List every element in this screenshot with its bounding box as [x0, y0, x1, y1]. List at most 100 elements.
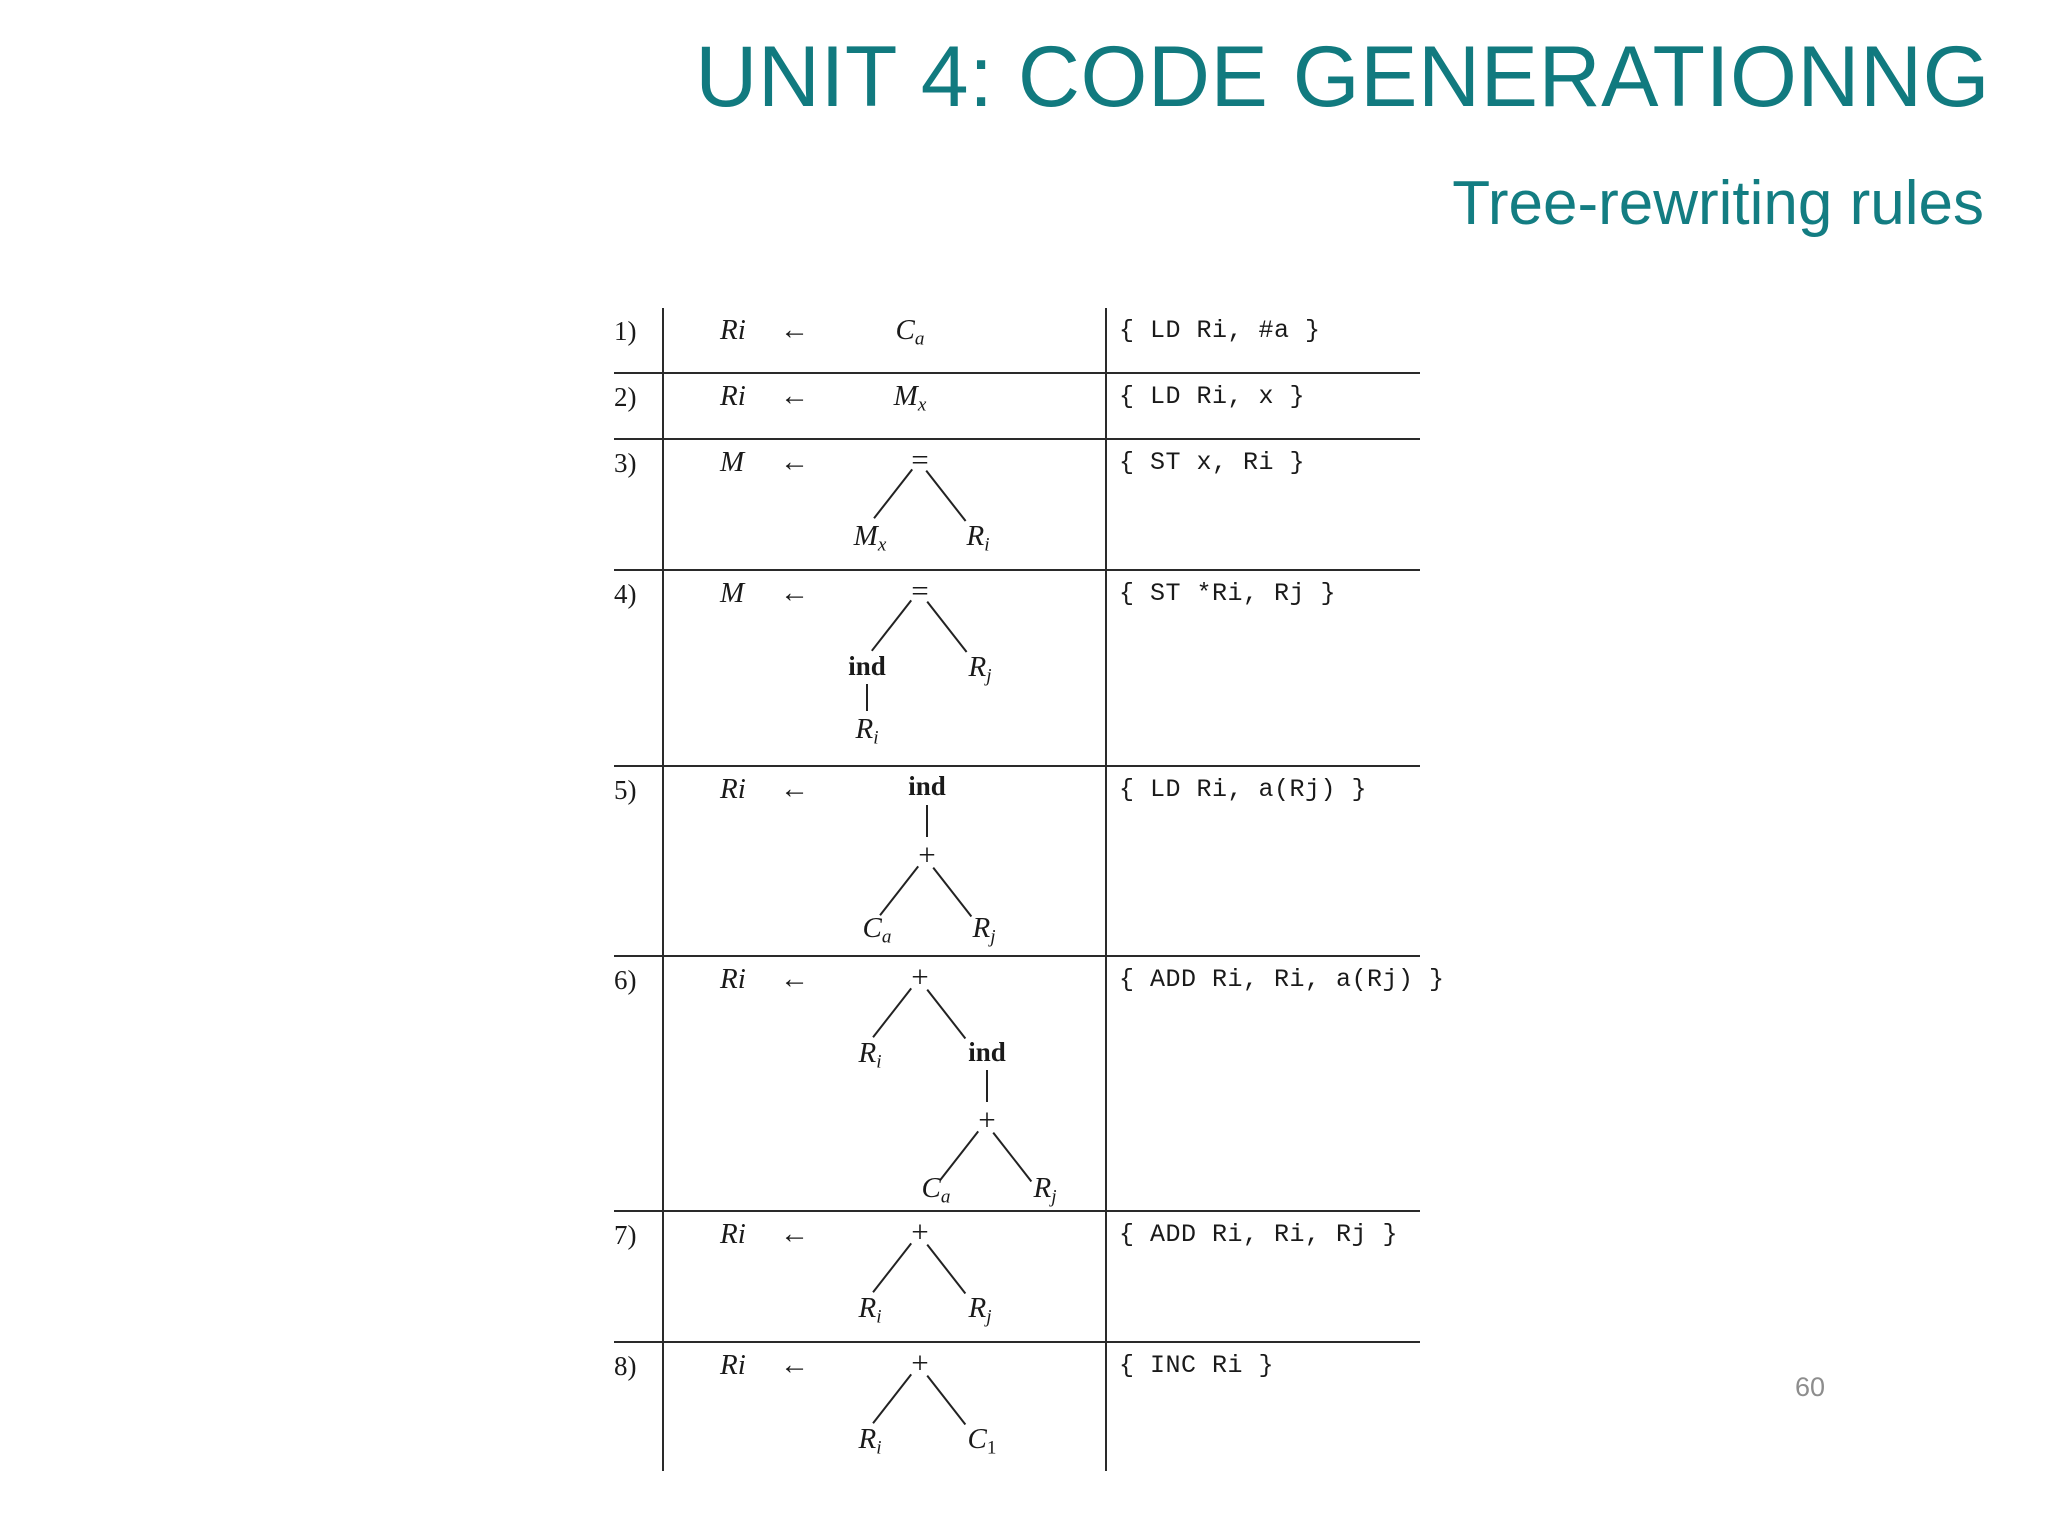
lhs-node: M — [720, 446, 745, 478]
tree-node-root: Mx — [893, 380, 927, 416]
tree-node-child: C1 — [967, 1423, 997, 1459]
tree-node-root: = — [911, 573, 929, 608]
rule-action: { ST *Ri, Rj } — [1119, 579, 1337, 608]
rule-pattern: Ri ← + Ri C1 — [662, 1343, 1105, 1471]
column-divider-left — [662, 1343, 664, 1471]
tree-node-root: + — [911, 1345, 929, 1380]
tree-node-grandchild: Rj — [972, 912, 996, 948]
rewrite-arrow: ← — [780, 963, 809, 995]
tree-node-great-grandchild: Ca — [921, 1172, 951, 1208]
rule-index: 4) — [614, 579, 637, 609]
rule-action: { INC Ri } — [1119, 1351, 1275, 1380]
tree-node-child: Ri — [858, 1292, 882, 1328]
lhs-node: Ri — [720, 314, 746, 346]
tree-edge-vertical — [926, 805, 928, 837]
rule-pattern: M ← = Mx Ri — [662, 440, 1105, 569]
rule-index: 1) — [614, 316, 637, 346]
lhs-node: Ri — [720, 1349, 746, 1381]
tree-edge — [925, 470, 967, 522]
rewrite-arrow: ← — [780, 773, 809, 805]
tree-edge — [926, 989, 967, 1040]
table-row: 3) M ← = Mx Ri { ST x, Ri } — [614, 440, 1420, 571]
column-divider-right — [1105, 957, 1107, 1210]
rule-action: { LD Ri, a(Rj) } — [1119, 775, 1368, 804]
table-row: 7) Ri ← + Ri Rj { ADD Ri, Ri, Rj } — [614, 1212, 1420, 1343]
rule-index: 8) — [614, 1351, 637, 1381]
tree-edge — [926, 601, 968, 653]
tree-node-ind: ind — [968, 1037, 1006, 1067]
column-divider-left — [662, 1212, 664, 1341]
rewrite-arrow: ← — [780, 446, 809, 478]
tree-edge — [873, 468, 913, 519]
tree-node-child: Mx — [853, 520, 887, 556]
rewrite-arrow: ← — [780, 1218, 809, 1250]
column-divider-left — [662, 308, 664, 372]
tree-node-grandchild: Ca — [862, 912, 892, 948]
rule-pattern: Ri ← Ca — [662, 308, 1105, 372]
tree-node-child: Ri — [966, 520, 990, 556]
lhs-node: Ri — [720, 773, 746, 805]
page-title: UNIT 4: CODE GENERATIONNG — [695, 29, 1990, 125]
column-divider-right — [1105, 767, 1107, 955]
rewrite-arrow: ← — [780, 314, 809, 346]
rewrite-arrow: ← — [780, 1349, 809, 1381]
table-row: 8) Ri ← + Ri C1 { INC Ri } — [614, 1343, 1420, 1471]
tree-edge — [879, 865, 919, 916]
page-number: 60 — [1795, 1372, 1826, 1402]
column-divider-left — [662, 374, 664, 438]
column-divider-right — [1105, 374, 1107, 438]
table-row: 6) Ri ← + Ri ind + Ca Rj { ADD Ri, Ri, a… — [614, 957, 1444, 1212]
column-divider-right — [1105, 571, 1107, 765]
tree-node-child: Rj — [968, 651, 992, 687]
rule-index: 3) — [614, 448, 637, 478]
tree-edge — [872, 1373, 912, 1424]
tree-node-child: + — [918, 837, 936, 872]
tree-node-root: = — [911, 442, 929, 477]
tree-edge-vertical — [986, 1070, 988, 1102]
rule-action: { LD Ri, x } — [1119, 382, 1306, 411]
tree-edge — [872, 1242, 912, 1293]
tree-node-root: + — [911, 1214, 929, 1249]
rule-index: 2) — [614, 382, 637, 412]
rule-pattern: Ri ← Mx — [662, 374, 1105, 438]
column-divider-left — [662, 957, 664, 1210]
tree-node-root: Ca — [895, 314, 925, 350]
rule-pattern: M ← = ind Rj Ri — [662, 571, 1105, 765]
tree-node-child: Ri — [858, 1423, 882, 1459]
column-divider-right — [1105, 1343, 1107, 1471]
rule-action: { ADD Ri, Ri, a(Rj) } — [1119, 965, 1445, 994]
lhs-node: M — [720, 577, 745, 609]
lhs-node: Ri — [720, 1218, 746, 1250]
rule-pattern: Ri ← ind + Ca Rj — [662, 767, 1105, 955]
rewrite-arrow: ← — [780, 577, 809, 609]
rewrite-arrow: ← — [780, 380, 809, 412]
table-row: 2) Ri ← Mx { LD Ri, x } — [614, 374, 1420, 440]
tree-node-grandchild: + — [978, 1102, 996, 1137]
tree-node-ind: ind — [848, 651, 886, 681]
tree-node-root: + — [911, 959, 929, 994]
column-divider-right — [1105, 440, 1107, 569]
column-divider-right — [1105, 308, 1107, 372]
tree-edge — [926, 1375, 967, 1426]
rule-index: 6) — [614, 965, 637, 995]
table-row: 5) Ri ← ind + Ca Rj { LD Ri, a(Rj) } — [614, 767, 1420, 957]
table-row: 4) M ← = ind Rj Ri { ST *Ri, Rj } — [614, 571, 1420, 767]
tree-edge — [926, 1244, 967, 1295]
tree-edge-vertical — [866, 684, 868, 711]
rule-action: { LD Ri, #a } — [1119, 316, 1321, 345]
rule-pattern: Ri ← + Ri Rj — [662, 1212, 1105, 1341]
tree-node-child: Rj — [968, 1292, 992, 1328]
lhs-node: Ri — [720, 380, 746, 412]
tree-edge — [872, 987, 912, 1038]
column-divider-right — [1105, 1212, 1107, 1341]
column-divider-left — [662, 767, 664, 955]
rule-index: 7) — [614, 1220, 637, 1250]
tree-node-child: Ri — [858, 1037, 882, 1073]
column-divider-left — [662, 440, 664, 569]
tree-edge — [932, 867, 973, 918]
tree-edge — [992, 1132, 1033, 1183]
lhs-node: Ri — [720, 963, 746, 995]
rule-action: { ADD Ri, Ri, Rj } — [1119, 1220, 1399, 1249]
rule-pattern: Ri ← + Ri ind + Ca Rj — [662, 957, 1105, 1210]
tree-rewriting-rules-table: 1) Ri ← Ca { LD Ri, #a } 2) Ri ← Mx { LD… — [614, 308, 1444, 1471]
